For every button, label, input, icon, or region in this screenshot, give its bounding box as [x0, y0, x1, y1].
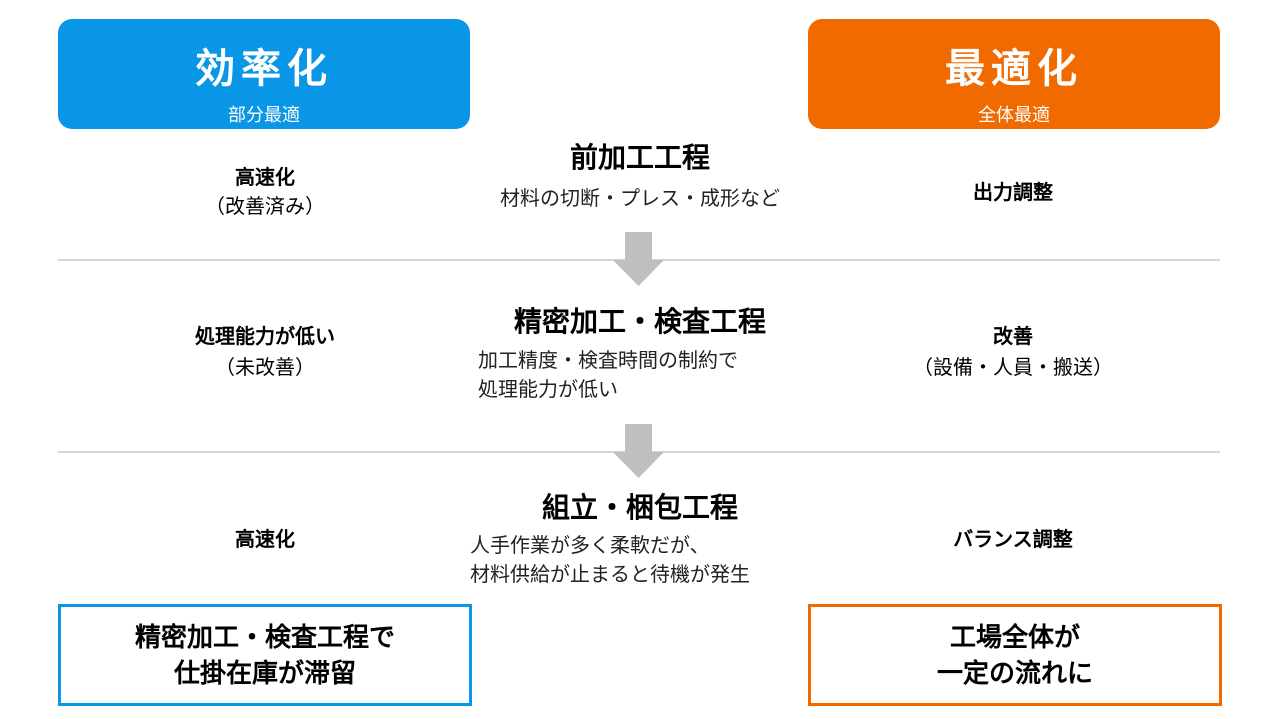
process-desc: 加工精度・検査時間の制約で [478, 350, 738, 372]
right-label: 出力調整 [973, 182, 1053, 204]
right-label: バランス調整 [953, 529, 1073, 551]
process-desc: 材料の切断・プレス・成形など [500, 188, 780, 210]
efficiency-result-box: 精密加工・検査工程で 仕掛在庫が滞留 [58, 604, 472, 706]
efficiency-title: 効率化 [195, 47, 333, 91]
result-line: 一定の流れに [936, 658, 1093, 688]
result-line: 精密加工・検査工程で [134, 622, 395, 652]
left-label: 高速化 [235, 529, 295, 551]
result-line: 工場全体が [949, 622, 1080, 652]
right-note: （設備・人員・搬送） [913, 357, 1113, 379]
efficiency-header: 効率化 部分最適 [58, 19, 470, 129]
left-label: 処理能力が低い [195, 326, 335, 348]
optimization-subtitle: 全体最適 [978, 105, 1050, 125]
process-desc: 材料供給が止まると待機が発生 [470, 564, 750, 586]
down-arrow-icon [613, 232, 664, 286]
left-label: 高速化 [235, 167, 295, 189]
optimization-header: 最適化 全体最適 [808, 19, 1220, 129]
result-line: 仕掛在庫が滞留 [173, 658, 356, 688]
process-desc: 人手作業が多く柔軟だが、 [470, 535, 710, 557]
process-title-assembly-packing: 組立・梱包工程 [541, 492, 738, 523]
process-title-precision-inspection: 精密加工・検査工程 [513, 306, 766, 337]
right-label: 改善 [993, 326, 1033, 348]
left-note: （未改善） [215, 357, 315, 379]
optimization-title: 最適化 [945, 47, 1083, 91]
down-arrow-icon [613, 424, 664, 478]
efficiency-subtitle: 部分最適 [228, 105, 300, 125]
process-desc: 処理能力が低い [478, 379, 618, 401]
left-note: （改善済み） [205, 196, 325, 218]
optimization-result-box: 工場全体が 一定の流れに [808, 604, 1222, 706]
process-title-pre-processing: 前加工工程 [569, 142, 710, 173]
